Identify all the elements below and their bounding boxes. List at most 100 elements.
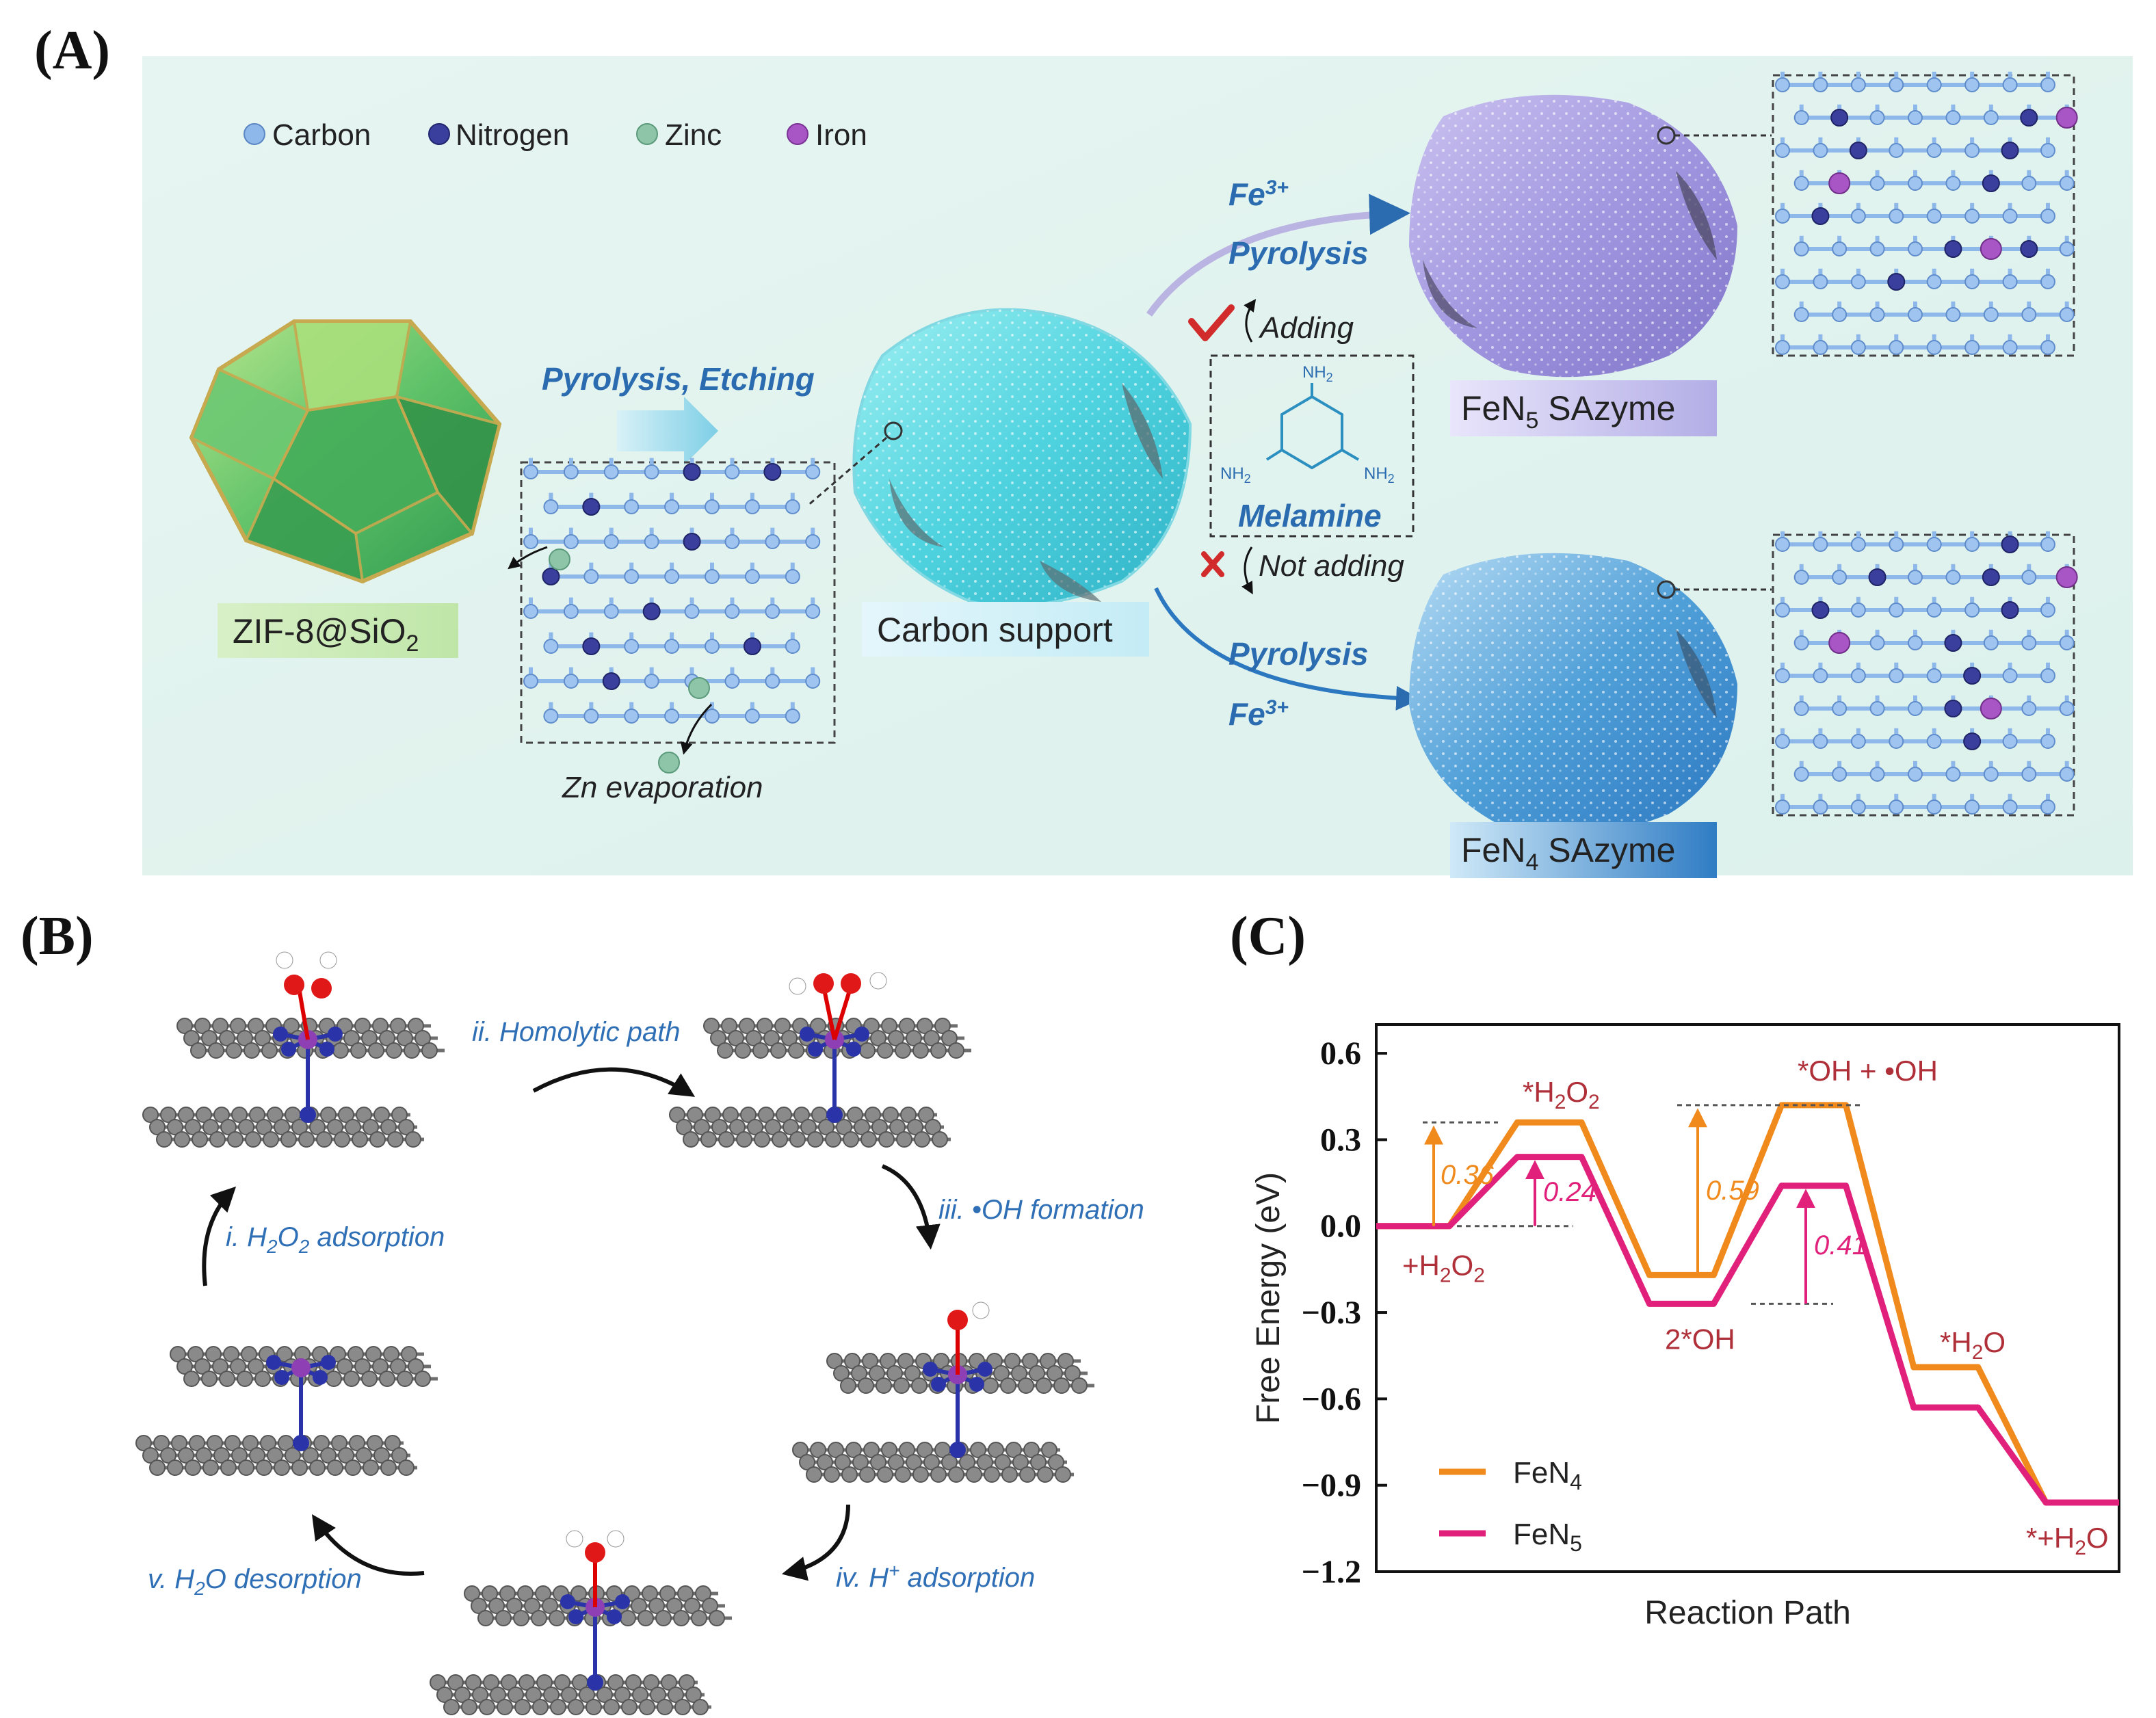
zinc-atom: [549, 549, 570, 570]
carbon-atom: [765, 534, 780, 549]
zoom-line: [806, 436, 887, 507]
carbon-ball: [224, 1435, 241, 1451]
carbon-ball: [361, 1371, 378, 1387]
carbon-ball: [800, 1119, 817, 1135]
carbon-ball: [836, 1119, 852, 1135]
carbon-ball: [363, 1119, 379, 1135]
carbon-ball: [194, 1358, 211, 1375]
carbon-ball: [854, 1119, 870, 1135]
carbon-ball: [256, 1459, 272, 1476]
legend-nitrogen-label: Nitrogen: [456, 118, 569, 152]
carbon-ball: [167, 1459, 183, 1476]
carbon-ball: [327, 1119, 343, 1135]
carbon-ball: [788, 1042, 804, 1059]
fen5-label: FeN5 SAzyme: [1461, 389, 1675, 434]
carbon-ball: [818, 1119, 834, 1135]
y-tick-label: −0.6: [1302, 1381, 1361, 1417]
carbon-atom: [1775, 274, 1790, 289]
carbon-atom: [1945, 110, 1961, 125]
legend-carbon-label: Carbon: [272, 118, 371, 152]
adding-label: Adding: [1258, 311, 1354, 345]
carbon-ball: [267, 1107, 283, 1123]
carbon-ball: [695, 1585, 711, 1602]
carbon-ball: [309, 1459, 326, 1476]
carbon-ball: [632, 1687, 648, 1703]
carbon-atom: [2040, 668, 2055, 683]
state-label-2oh: 2*OH: [1665, 1323, 1735, 1355]
carbon-atom: [705, 499, 720, 514]
nitrogen-atom: [683, 463, 701, 481]
carbon-ball: [201, 1030, 218, 1046]
carbon-atom: [2002, 77, 2018, 92]
carbon-ball: [361, 1030, 378, 1046]
carbon-ball: [933, 1353, 949, 1369]
carbon-atom: [1945, 570, 1961, 585]
nitrogen-ball: [266, 1355, 281, 1370]
carbon-atom: [2059, 701, 2075, 716]
carbon-ball: [237, 1371, 253, 1387]
carbon-atom: [2002, 668, 2018, 683]
carbon-ball: [508, 1687, 524, 1703]
carbon-ball: [918, 1107, 934, 1123]
carbon-ball: [135, 1435, 152, 1451]
carbon-atom: [805, 604, 821, 619]
carbon-ball: [231, 1447, 248, 1464]
carbon-ball: [603, 1699, 620, 1715]
carbon-atom: [563, 534, 579, 549]
y-tick-label: 0.3: [1320, 1122, 1361, 1158]
carbon-ball: [793, 1107, 810, 1123]
carbon-atom: [1907, 241, 1923, 256]
carbon-ball: [906, 1030, 922, 1046]
carbon-ball: [274, 1119, 290, 1135]
carbon-ball: [906, 1454, 922, 1470]
carbon-ball: [390, 1358, 406, 1375]
carbon-ball: [345, 1459, 361, 1476]
nitrogen-ball: [274, 1370, 289, 1385]
carbon-ball: [443, 1699, 460, 1715]
iron-atom: [1828, 172, 1851, 194]
carbon-ball: [386, 1042, 402, 1059]
carbon-ball: [639, 1699, 655, 1715]
carbon-ball: [758, 1107, 774, 1123]
carbon-ball: [291, 1459, 308, 1476]
carbon-atom: [785, 639, 800, 654]
carbon-ball: [254, 1030, 271, 1046]
y-tick-label: −0.9: [1302, 1468, 1361, 1504]
carbon-atom: [1850, 734, 1866, 749]
carbon-atom: [1832, 767, 1848, 782]
nitrogen-atom: [582, 637, 601, 655]
carbon-ball: [877, 1042, 893, 1059]
iron-ball: [291, 1358, 311, 1377]
carbon-atom: [705, 569, 720, 584]
carbon-ball: [379, 1371, 395, 1387]
carbon-ball: [895, 1466, 911, 1483]
y-tick-label: −1.2: [1302, 1554, 1361, 1590]
carbon-ball: [405, 1131, 421, 1148]
top-pathway-arrow-icon: [1146, 194, 1410, 317]
carbon-ball: [334, 1131, 350, 1148]
carbon-ball: [899, 1442, 915, 1458]
carbon-ball: [1005, 1442, 1022, 1458]
carbon-ball: [881, 1018, 897, 1034]
nitrogen-ball: [607, 1609, 622, 1624]
carbon-atom: [724, 464, 740, 479]
carbon-ball: [896, 1131, 912, 1148]
carbon-atom: [1926, 799, 1942, 815]
carbon-ball: [387, 1131, 404, 1148]
nitrogen-ball: [293, 1435, 309, 1451]
not-adding-label: Not adding: [1259, 549, 1404, 583]
carbon-atom: [2021, 307, 2037, 322]
carbon-ball: [914, 1131, 930, 1148]
carbon-ball: [834, 1454, 851, 1470]
carbon-ball: [637, 1610, 654, 1626]
carbon-ball: [703, 1018, 720, 1034]
carbon-ball: [153, 1435, 170, 1451]
carbon-ball: [1019, 1466, 1036, 1483]
nitrogen-atom: [1982, 174, 2000, 192]
step-iv-label: iv. H+ adsorption: [836, 1560, 1035, 1593]
carbon-ball: [677, 1585, 694, 1602]
carbon-atom: [2059, 307, 2075, 322]
carbon-ball: [397, 1030, 413, 1046]
carbon-ball: [185, 1459, 201, 1476]
carbon-atom: [1813, 799, 1828, 815]
